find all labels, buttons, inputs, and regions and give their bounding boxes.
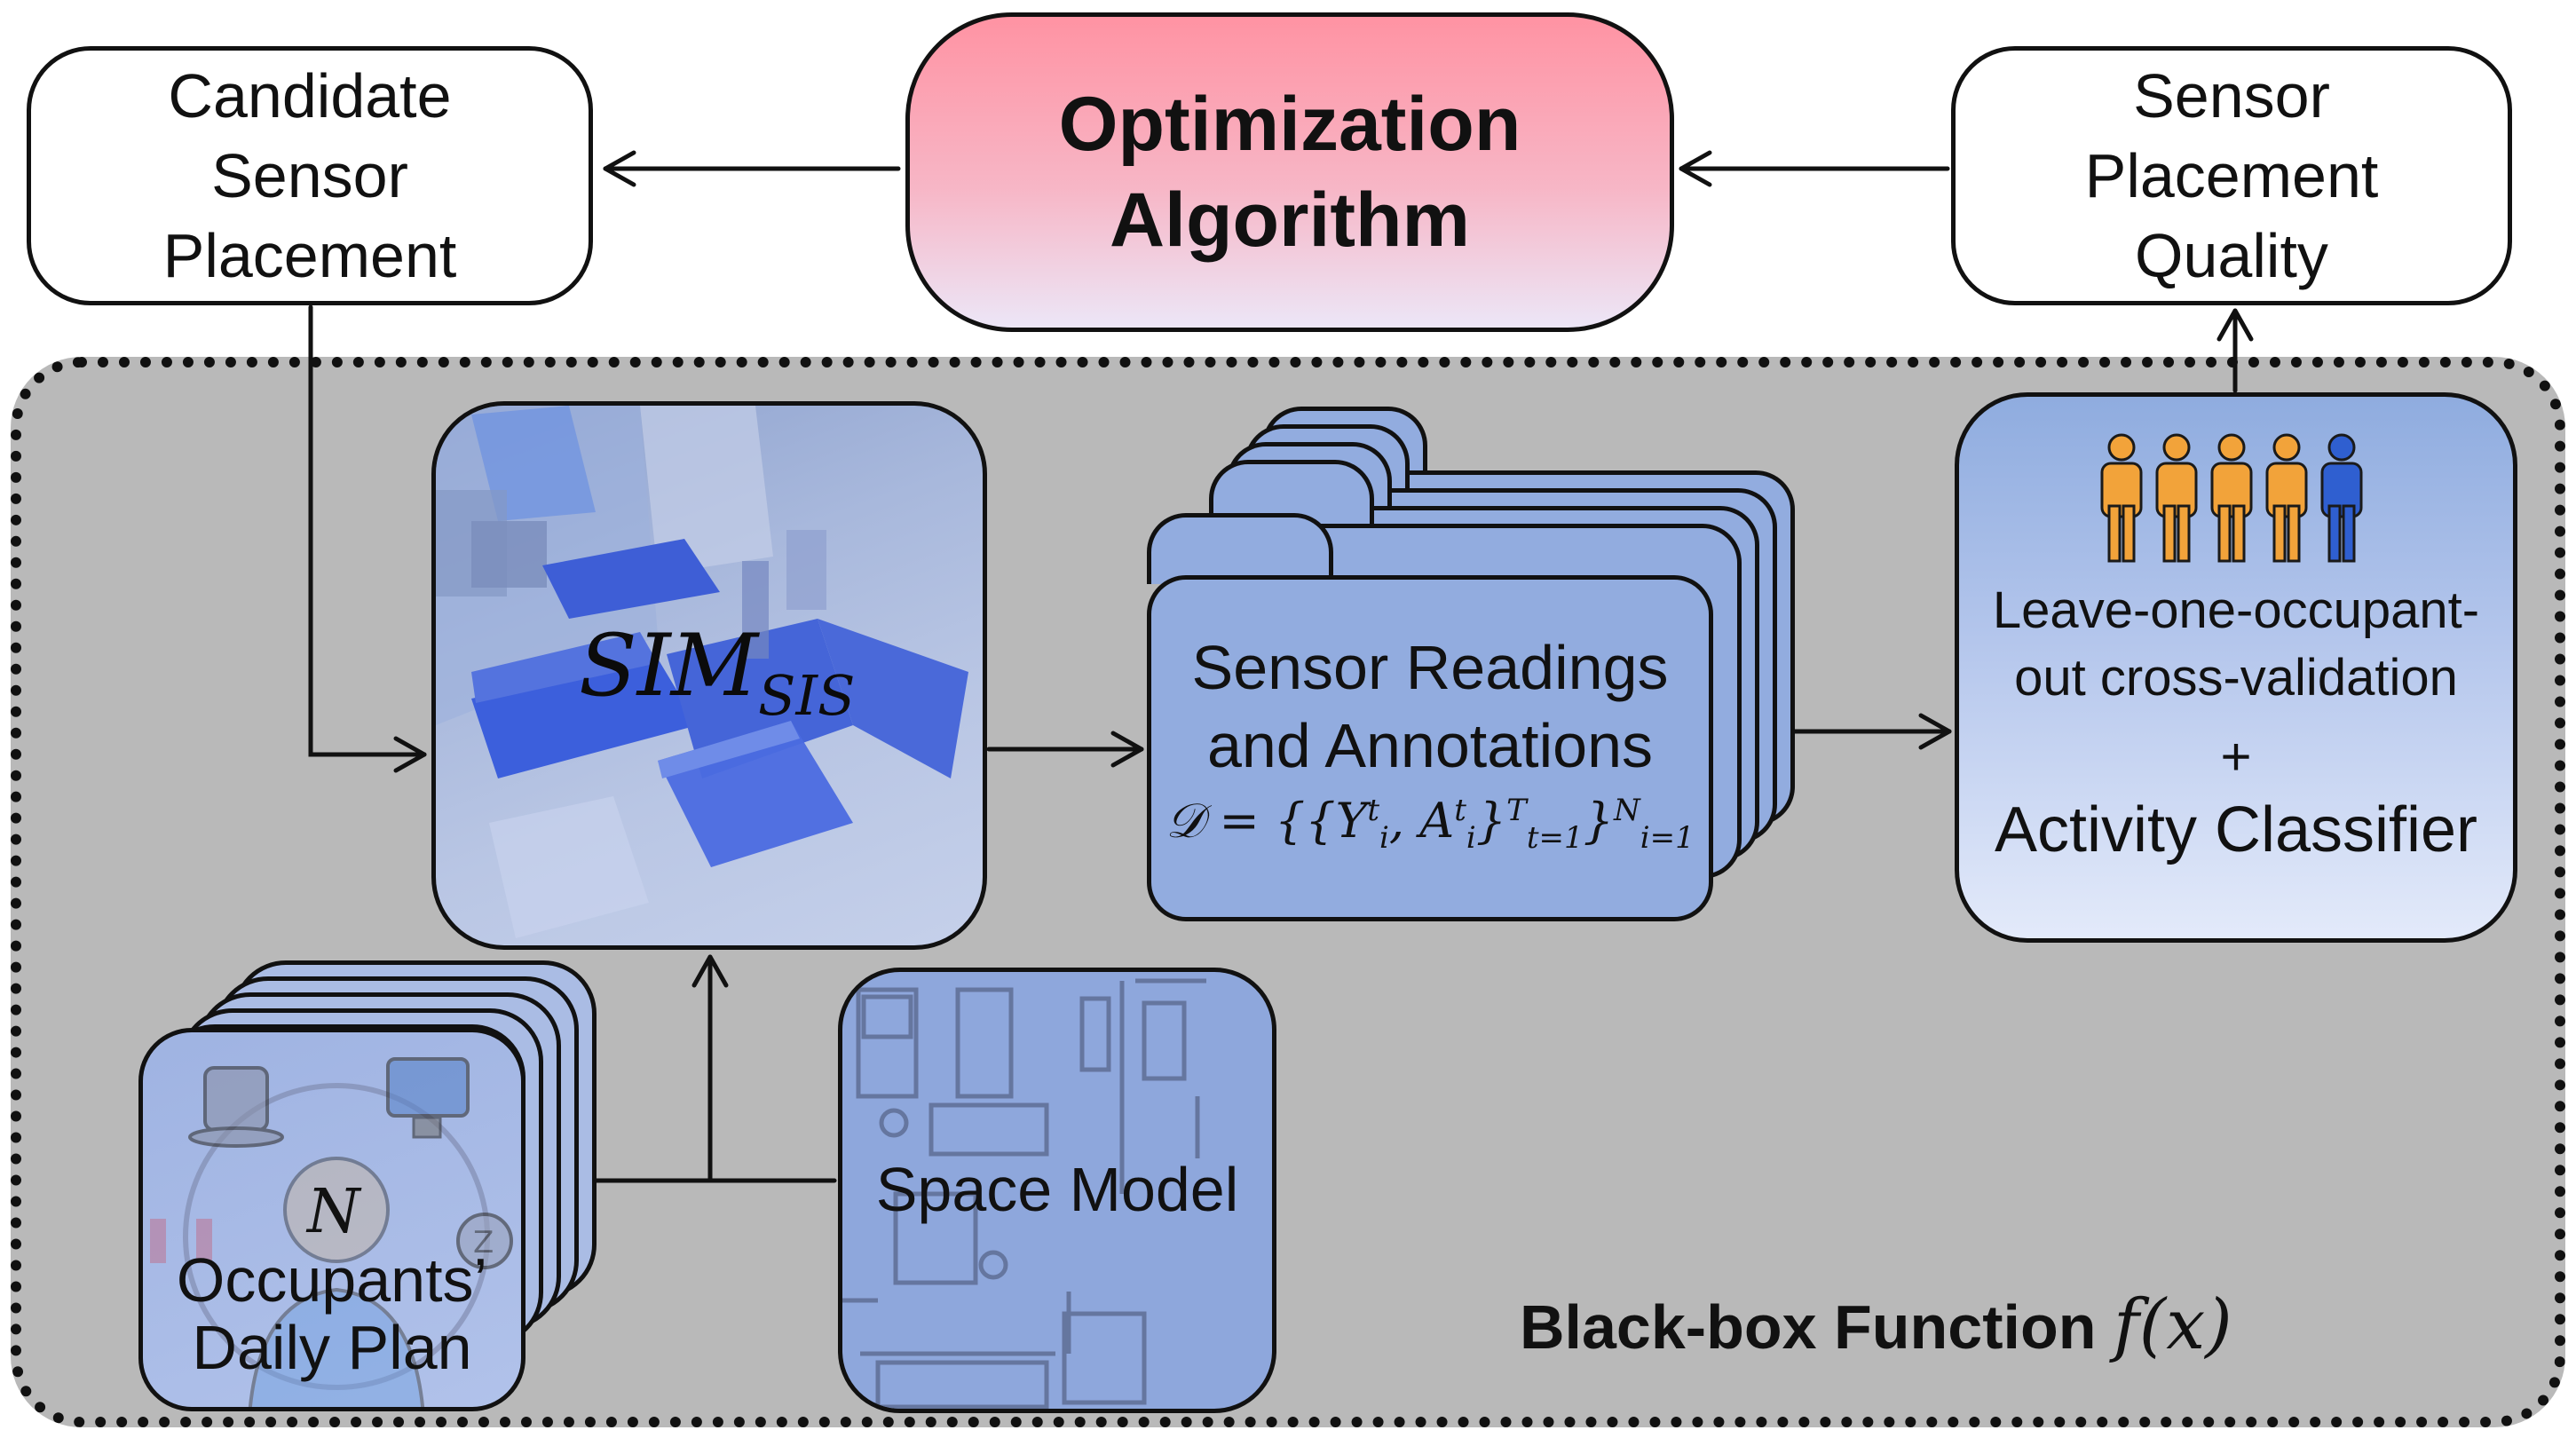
coffee-cup-icon	[188, 1066, 284, 1148]
candidate-placement-box: Candidate Sensor Placement	[27, 46, 593, 305]
sensor-readings-label: Sensor Readings and Annotations	[1191, 633, 1669, 780]
formula-a-sup: t	[1454, 793, 1466, 828]
space-model-label: Space Model	[875, 1155, 1239, 1224]
daily-plan-illustration: Z	[150, 1057, 513, 1407]
simulator-box	[431, 401, 987, 950]
occupant-icon-2	[2155, 433, 2198, 563]
optimization-algorithm-box: Optimization Algorithm	[905, 12, 1674, 332]
occupants-plan-card: Z	[138, 1028, 525, 1411]
formula-dataset-symbol: 𝒟	[1166, 793, 1205, 849]
occupant-icon-4	[2265, 433, 2308, 563]
sensor-readings-folder	[1147, 575, 1713, 921]
optimization-algorithm-label: Optimization Algorithm	[1058, 82, 1521, 263]
formula-close-inner: }	[1475, 793, 1507, 849]
dataset-formula: 𝒟 = {{Yti, Ati}Tt=1}Ni=1	[1150, 793, 1710, 856]
occupant-count-n: N	[307, 1177, 360, 1247]
computer-icon	[386, 1057, 470, 1139]
placement-quality-label: Sensor Placement Quality	[2084, 61, 2379, 290]
simulator-subscript: SIS	[757, 663, 856, 728]
placement-quality-box: Sensor Placement Quality	[1951, 46, 2512, 305]
classifier-plus: +	[2220, 727, 2252, 786]
formula-comma: ,	[1388, 793, 1420, 849]
cross-validation-label: Leave-one-occupant- out cross-validation	[1992, 581, 2480, 707]
black-box-label: Black-box Function f(x)	[1520, 1285, 2232, 1365]
person-avatar-icon	[248, 1157, 425, 1407]
simulated-room-scene	[436, 406, 968, 938]
formula-y-sub: i	[1379, 819, 1389, 856]
floor-plan-drawing	[842, 978, 1206, 1409]
formula-close-outer: }	[1583, 793, 1614, 849]
folder-tab-front	[1147, 513, 1333, 584]
dumbbell-icon	[150, 1219, 212, 1263]
formula-outer-sup: N	[1613, 793, 1640, 828]
occupants-icon-group	[2100, 433, 2363, 563]
formula-outer-sub: i=1	[1640, 819, 1695, 856]
arrow-candidate-to-simulator	[308, 304, 427, 757]
space-model-box	[838, 968, 1276, 1413]
candidate-placement-label: Candidate Sensor Placement	[162, 61, 457, 290]
formula-y-sup: t	[1367, 793, 1379, 828]
occupant-icon-held-out	[2320, 433, 2363, 563]
formula-y: Y	[1335, 793, 1368, 849]
formula-inner-sub: t=1	[1526, 819, 1584, 856]
arrow-inputs-to-simulator	[594, 954, 837, 1183]
black-box-title: Black-box Function	[1520, 1292, 2097, 1362]
formula-a: A	[1419, 793, 1455, 849]
activity-classifier-label: Activity Classifier	[1994, 794, 2478, 865]
occupant-icon-1	[2100, 433, 2143, 563]
black-box-function: f(x)	[2113, 1285, 2232, 1365]
sleep-icon: Z	[456, 1213, 513, 1269]
formula-a-sub: i	[1466, 819, 1476, 856]
svg-text:Z: Z	[473, 1225, 494, 1260]
occupant-icon-3	[2210, 433, 2253, 563]
simulator-label: SIMSIS	[579, 616, 855, 728]
formula-equals: = {{	[1204, 793, 1336, 849]
formula-inner-sup: T	[1506, 793, 1527, 828]
occupants-plan-label: Occupants’ Daily Plan	[176, 1245, 488, 1382]
simulator-name: SIM	[579, 616, 758, 715]
